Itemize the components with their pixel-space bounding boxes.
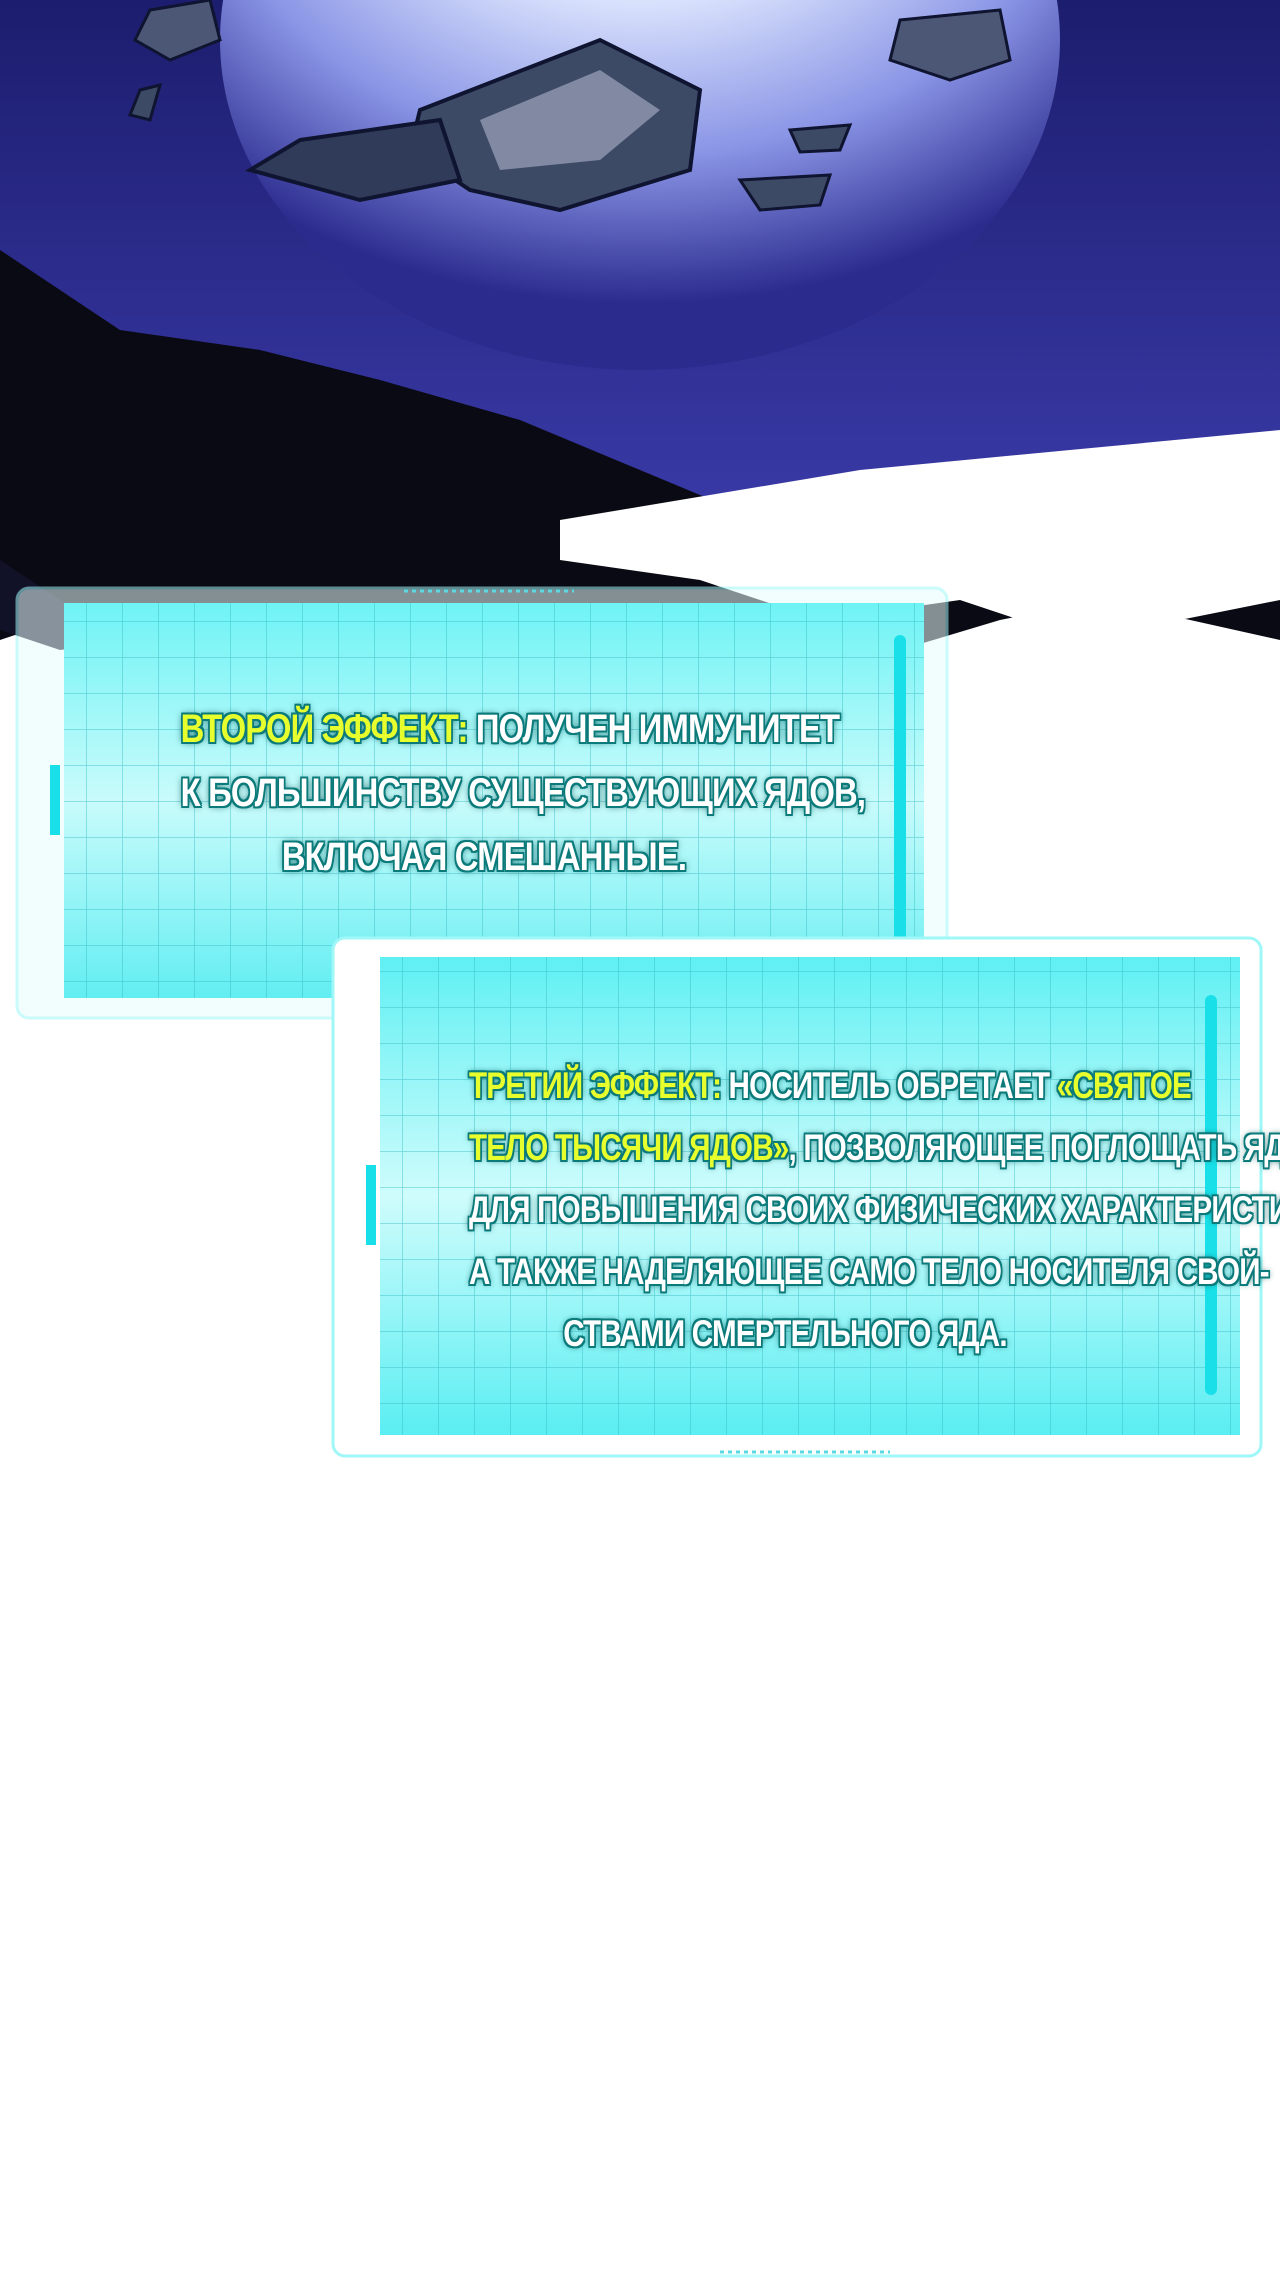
text-line: ТРЕТИЙ ЭФФЕКТ: НОСИТЕЛЬ ОБРЕТАЕТ «СВЯТОЕ (469, 1055, 1192, 1117)
highlight-label: ВТОРОЙ ЭФФЕКТ: (180, 707, 469, 751)
highlight-term: «СВЯТОЕ (1056, 1065, 1192, 1106)
panel-two-text: ТРЕТИЙ ЭФФЕКТ: НОСИТЕЛЬ ОБРЕТАЕТ «СВЯТОЕ… (469, 1055, 1280, 1365)
text-segment: ПОЛУЧЕН ИММУНИТЕТ (467, 707, 840, 751)
highlight-term: ТЕЛО ТЫСЯЧИ ЯДОВ» (469, 1127, 789, 1168)
text-line: К БОЛЬШИНСТВУ СУЩЕСТВУЮЩИХ ЯДОВ, (180, 771, 866, 815)
system-panel-second-effect: ВТОРОЙ ЭФФЕКТ: ПОЛУЧЕН ИММУНИТЕТ К БОЛЬШ… (14, 585, 954, 1025)
floating-rock-small (127, 0, 1012, 212)
panel-one-text: ВТОРОЙ ЭФФЕКТ: ПОЛУЧЕН ИММУНИТЕТ К БОЛЬШ… (180, 697, 866, 889)
text-line: ВКЛЮЧАЯ СМЕШАННЫЕ. (281, 835, 687, 879)
highlight-label: ТРЕТИЙ ЭФФЕКТ: (469, 1065, 722, 1106)
system-panel-third-effect: ТРЕТИЙ ЭФФЕКТ: НОСИТЕЛЬ ОБРЕТАЕТ «СВЯТОЕ… (330, 935, 1280, 1460)
night-sky-illustration (0, 0, 1280, 660)
panel-frame (15, 586, 949, 1020)
text-line: ВТОРОЙ ЭФФЕКТ: ПОЛУЧЕН ИММУНИТЕТ (180, 697, 840, 761)
text-line: А ТАКЖЕ НАДЕЛЯЮЩЕЕ САМО ТЕЛО НОСИТЕЛЯ СВ… (469, 1251, 1270, 1292)
panel-frame (331, 936, 1263, 1458)
floating-rock-large (244, 37, 703, 213)
text-line: ДЛЯ ПОВЫШЕНИЯ СВОИХ ФИЗИЧЕСКИХ ХАРАКТЕРИ… (469, 1189, 1280, 1230)
text-line: ТЕЛО ТЫСЯЧИ ЯДОВ», ПОЗВОЛЯЮЩЕЕ ПОГЛОЩАТЬ… (469, 1117, 1280, 1179)
text-line: СТВАМИ СМЕРТЕЛЬНОГО ЯДА. (563, 1313, 1007, 1354)
text-segment: , ПОЗВОЛЯЮЩЕЕ ПОГЛОЩАТЬ ЯДЫ (788, 1127, 1280, 1168)
text-segment: НОСИТЕЛЬ ОБРЕТАЕТ (721, 1065, 1057, 1106)
